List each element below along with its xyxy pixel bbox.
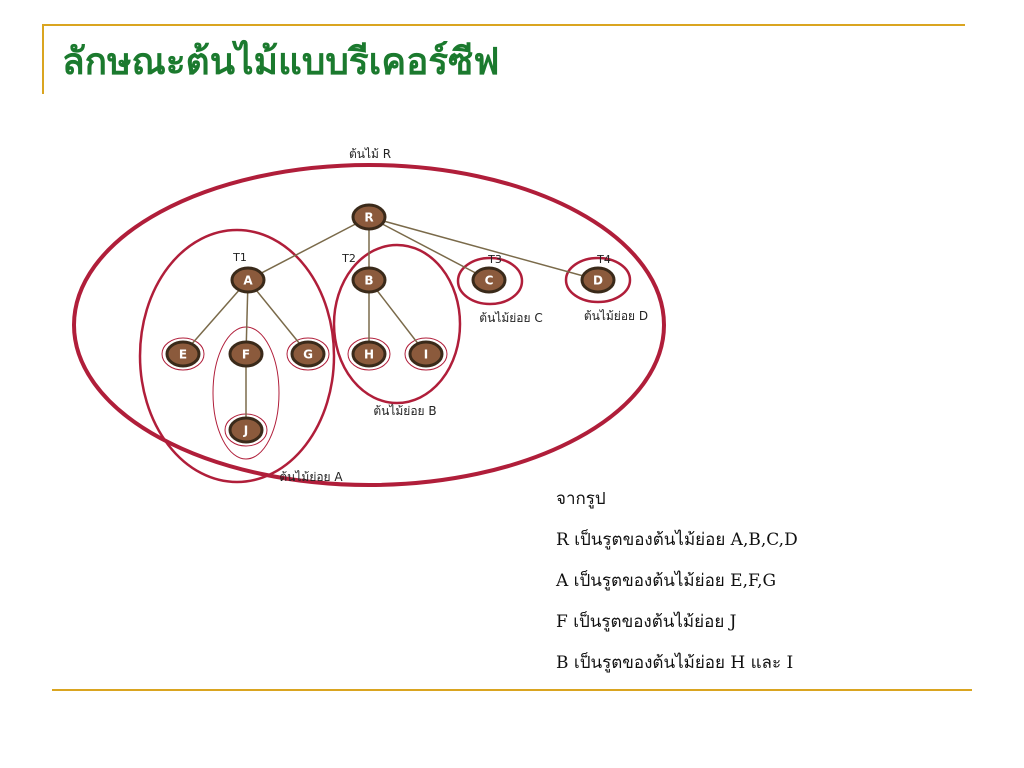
node-e: E (165, 340, 201, 368)
edge-b-i (368, 279, 427, 355)
node-g-label: G (303, 348, 313, 362)
node-d: D (580, 266, 616, 294)
left-accent-rule (42, 24, 44, 94)
subtree-a-label: ต้นไม้ย่อย A (279, 470, 343, 484)
node-h-label: H (364, 348, 374, 362)
t1-label: T1 (232, 251, 247, 264)
edge-a-e (182, 279, 249, 355)
t3-label: T3 (487, 253, 502, 266)
node-g: G (290, 340, 326, 368)
subtree-b-label: ต้นไม้ย่อย B (373, 404, 436, 418)
bottom-rule (52, 689, 972, 691)
edge-r-c (368, 216, 490, 281)
node-f: F (228, 340, 264, 368)
subtree-d-ellipse (564, 256, 632, 304)
t4-label: T4 (596, 253, 611, 266)
subtree-a-ellipse (138, 228, 336, 484)
edge-r-d (368, 216, 599, 281)
t2-label: T2 (341, 252, 356, 265)
slide-title: ลักษณะต้นไม้แบบรีเคอร์ซีฟ (62, 40, 500, 83)
node-h: H (351, 340, 387, 368)
node-i-label: I (424, 348, 428, 362)
edge-a-g (247, 279, 309, 355)
tree-r-label: ต้นไม้ R (349, 147, 391, 161)
node-e-label: E (179, 348, 187, 362)
leaf-e-ring (161, 337, 205, 371)
tree-r-ellipse (72, 163, 666, 487)
top-rule (44, 24, 965, 26)
subtree-c-ellipse (456, 256, 524, 306)
node-r: R (351, 203, 387, 231)
node-f-label: F (242, 348, 250, 362)
node-a-label: A (243, 274, 253, 288)
note-root-r: R เป็นรูตของต้นไม้ย่อย A,B,C,D (556, 530, 798, 550)
node-i: I (408, 340, 444, 368)
note-root-f: F เป็นรูตของต้นไม้ย่อย J (556, 612, 737, 632)
explanation-notes: จากรูป R เป็นรูตของต้นไม้ย่อย A,B,C,D A … (556, 486, 996, 691)
node-b-label: B (364, 274, 373, 288)
node-j-label: J (243, 424, 248, 438)
node-c: C (471, 266, 507, 294)
node-c-label: C (485, 274, 494, 288)
note-intro: จากรูป (556, 489, 606, 509)
edge-r-a (247, 216, 370, 281)
subtree-d-label: ต้นไม้ย่อย D (584, 309, 648, 323)
note-root-b: B เป็นรูตของต้นไม้ย่อย H และ I (556, 653, 794, 673)
leaf-i-ring (404, 337, 448, 371)
subtree-c-label: ต้นไม้ย่อย C (479, 311, 542, 325)
node-r-label: R (364, 211, 373, 225)
note-root-a: A เป็นรูตของต้นไม้ย่อย E,F,G (556, 571, 777, 591)
node-a: A (230, 266, 266, 294)
node-j: J (228, 416, 264, 444)
node-b: B (351, 266, 387, 294)
node-d-label: D (593, 274, 603, 288)
leaf-g-ring (286, 337, 330, 371)
subtree-b-ellipse (332, 243, 462, 405)
